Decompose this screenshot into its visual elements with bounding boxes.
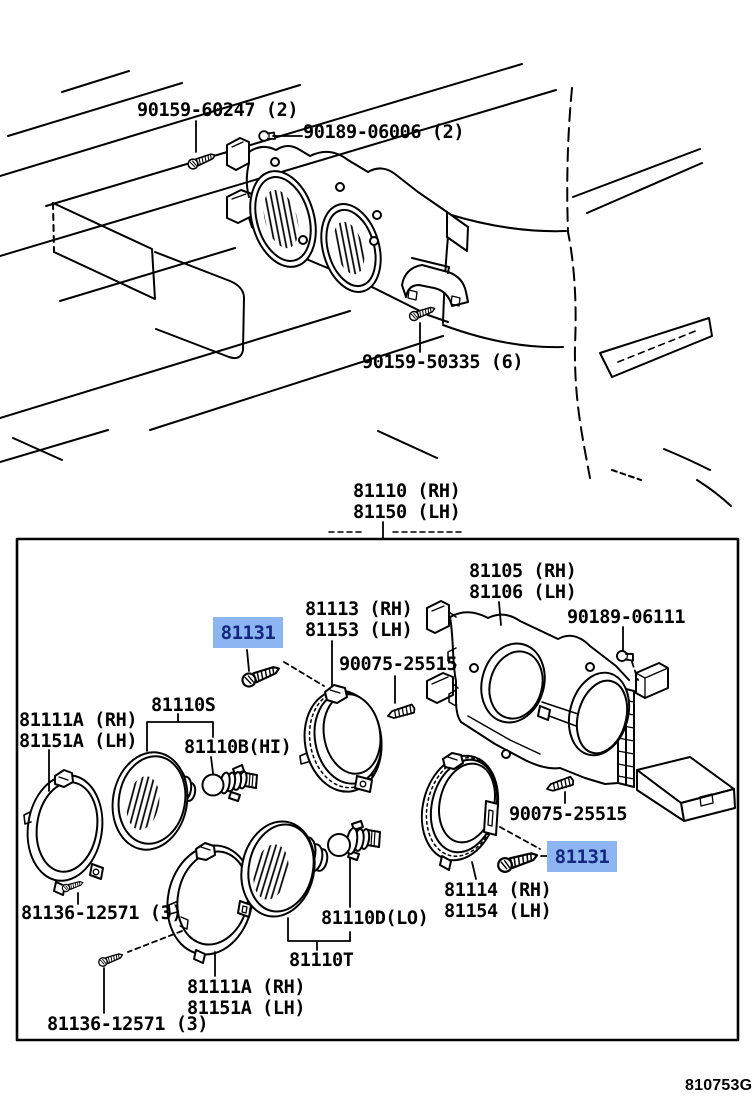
screw-90075-drawing-1 [385,703,417,722]
callout-81136-lower: 81136-12571 (3) [47,1014,209,1035]
lo-beam-unit-drawing [240,820,329,918]
parts-box-border [15,537,740,1042]
callout-bracket-81105: 81105 (RH) 81106 (LH) [469,561,577,603]
callout-ring-81114: 81114 (RH) 81154 (LH) [444,880,552,922]
callout-ring-81113: 81113 (RH) 81153 (LH) [305,599,413,641]
callout-81110b-hi: 81110B(HI) [184,737,292,758]
callout-81136-upper: 81136-12571 (3) [21,903,183,924]
part-number-rh: 81114 (RH) [444,880,552,901]
seal-ring-lower-drawing [166,842,254,964]
screw-90075-drawing-2 [544,775,576,795]
hi-bulb-drawing [201,764,258,802]
housing-bracket-drawing [426,600,736,822]
part-number-rh: 81111A (RH) [187,977,306,998]
callout-90075-25515-lower: 90075-25515 [509,804,628,825]
callout-81110d-lo: 81110D(LO) [321,908,429,929]
highlight-81131-upper[interactable]: 81131 [213,617,283,648]
part-number-lh: 81154 (LH) [444,901,552,922]
screw-81136-drawing-2 [96,950,125,969]
seal-ring-upper-drawing [23,769,104,896]
part-number-lh: 81151A (LH) [19,731,138,752]
part-number-rh: 81111A (RH) [19,710,138,731]
callout-90159-50335: 90159-50335 (6) [362,352,524,373]
part-number-lh: 81150 (LH) [353,502,461,523]
installed-headlamp-unit-drawing [226,137,469,323]
highlight-81131-lower[interactable]: 81131 [547,841,617,872]
callout-headlamp-assy: 81110 (RH) 81150 (LH) [353,481,461,523]
callout-81110s: 81110S [151,695,216,716]
lo-bulb-drawing [327,820,381,861]
top-leader-lines [195,120,463,539]
part-number-lh: 81151A (LH) [187,998,306,1019]
part-number-rh: 81113 (RH) [305,599,413,620]
part-number-rh: 81105 (RH) [469,561,577,582]
callout-81110t: 81110T [289,950,354,971]
figure-code: 810753G [685,1077,753,1094]
bolt-81131-drawing-1 [239,661,283,690]
mounting-ring-upper-drawing [299,684,383,793]
callout-90159-60247: 90159-60247 (2) [137,100,299,121]
callout-seal-ring-upper: 81111A (RH) 81151A (LH) [19,710,138,752]
part-number-rh: 81110 (RH) [353,481,461,502]
part-number-lh: 81106 (LH) [469,582,577,603]
box-leader-lines [48,601,639,1014]
mounting-ring-lower-drawing [420,752,500,871]
bumper-recess-lines [52,202,245,360]
clip-90189-06111-drawing [615,649,636,664]
part-number-lh: 81153 (LH) [305,620,413,641]
callout-90189-06006: 90189-06006 (2) [303,122,465,143]
hi-beam-unit-drawing [111,751,197,851]
callout-90189-06111: 90189-06111 [567,607,686,628]
bolt-81131-drawing-2 [495,847,541,875]
callout-seal-ring-lower: 81111A (RH) 81151A (LH) [187,977,306,1019]
car-corner-lines [442,87,732,507]
callout-90075-25515-upper: 90075-25515 [339,654,458,675]
